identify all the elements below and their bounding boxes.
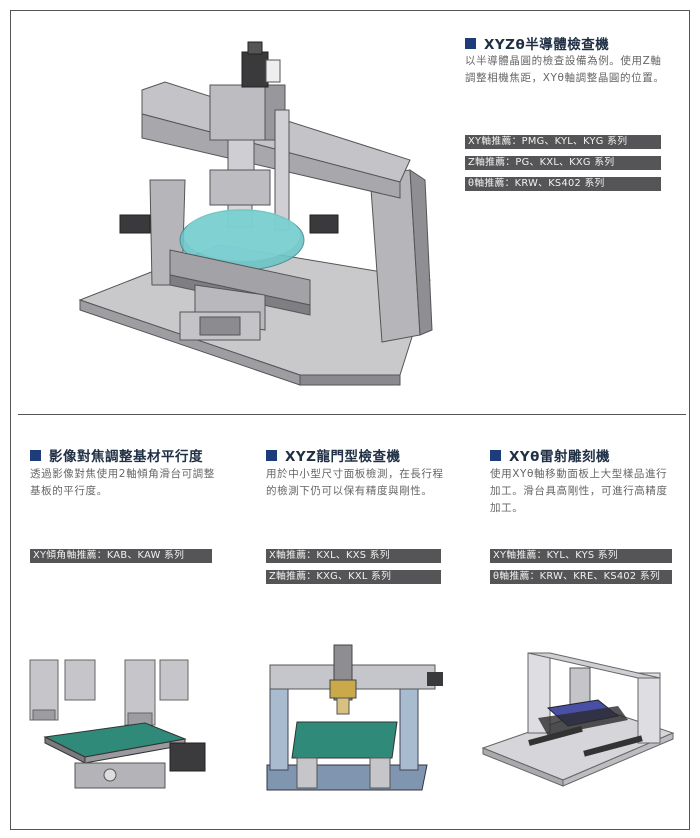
heading-square-icon (30, 449, 41, 461)
section-divider (18, 414, 686, 415)
main-tag-xy: XY軸推薦：PMG、KYL、KYG 系列 (465, 135, 661, 149)
semiconductor-inspection-machine-illustration (78, 41, 433, 386)
col1-title: 影像對焦調整基材平行度 (30, 445, 203, 465)
col2-description: 用於中小型尺寸面板檢測，在長行程的檢測下仍可以保有精度與剛性。 (266, 468, 444, 497)
main-tag-z: Z軸推薦：PG、KXL、KXG 系列 (465, 156, 661, 170)
tilt-stage-microscope-illustration (29, 659, 206, 789)
main-description: 以半導體晶圓的檢查設備為例。使用Z軸調整相機焦距，XYθ軸調整晶圓的位置。 (465, 55, 665, 84)
col2-title: XYZ龍門型檢查機 (266, 445, 400, 465)
main-title: XYZθ半導體檢查機 (465, 33, 609, 53)
col1-tag: XY傾角軸推薦：KAB、KAW 系列 (30, 549, 212, 563)
col2-tag-z: Z軸推薦：KXG、KXL 系列 (266, 570, 441, 584)
laser-engraving-machine-illustration (481, 652, 675, 787)
col3-tag-theta: θ軸推薦：KRW、KRE、KS402 系列 (490, 570, 672, 584)
gantry-inspection-machine-illustration (266, 644, 443, 791)
main-tag-theta: θ軸推薦：KRW、KS402 系列 (465, 177, 661, 191)
col2-tag-x: X軸推薦：KXL、KXS 系列 (266, 549, 441, 563)
col3-title: XYθ雷射雕刻機 (490, 445, 610, 465)
heading-square-icon (266, 449, 277, 461)
heading-square-icon (490, 449, 501, 461)
col3-description: 使用XYθ軸移動面板上大型樣品進行加工。滑台具高剛性，可進行高精度加工。 (490, 468, 668, 514)
heading-square-icon (465, 37, 476, 49)
col1-description: 透過影像對焦使用2軸傾角滑台可調整基板的平行度。 (30, 468, 215, 497)
col3-tag-xy: XY軸推薦：KYL、KYS 系列 (490, 549, 672, 563)
page-frame (10, 10, 690, 830)
